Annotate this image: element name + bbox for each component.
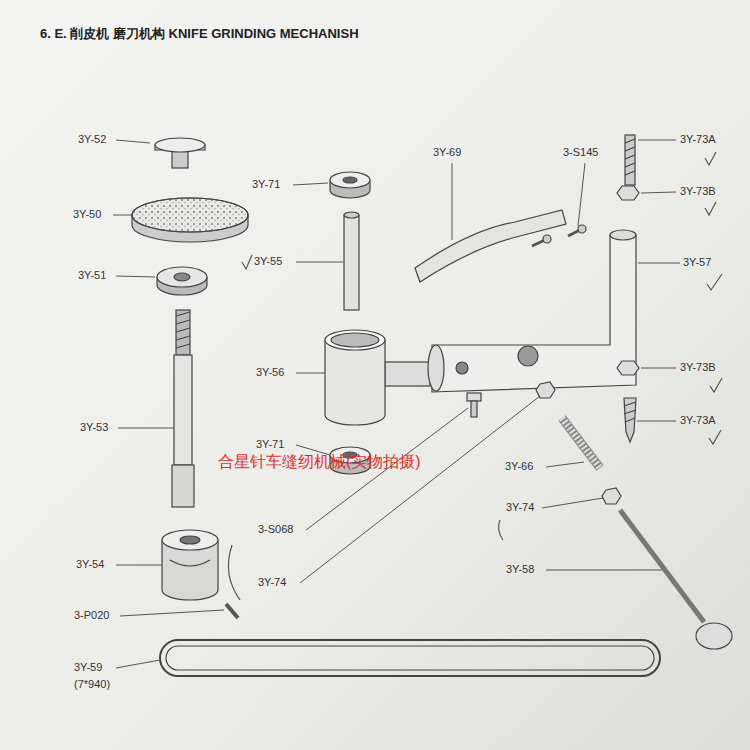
callout-number: 3Y-73B	[680, 361, 716, 374]
callout-number: 3Y-52	[78, 133, 106, 146]
dimension: (7*940)	[74, 678, 110, 691]
callout-number: 3Y-73A	[680, 414, 716, 427]
callout-number: 3Y-71	[252, 178, 280, 191]
callout-number: 3Y-51	[78, 269, 106, 282]
callout-number: 3Y-69	[433, 146, 461, 159]
callout-number: 3Y-59	[74, 661, 102, 674]
watermark: 合星针车缝纫机械(实物拍摄)	[218, 453, 421, 471]
callout-number: 3Y-66	[505, 460, 533, 473]
callout-number: 3-S145	[563, 146, 598, 159]
callout-number: 3Y-57	[683, 256, 711, 269]
callout-number: 3-P020	[74, 609, 109, 622]
callout-number: 3Y-55	[254, 255, 282, 268]
callout-number: 3Y-73B	[680, 185, 716, 198]
callout-number: 3Y-73A	[680, 133, 716, 146]
callout-number: 3Y-53	[80, 421, 108, 434]
callout-number: 3Y-56	[256, 366, 284, 379]
callout-number: 3Y-58	[506, 563, 534, 576]
callout-number: 3Y-50	[73, 208, 101, 221]
callout-number: 3Y-74	[506, 501, 534, 514]
diagram-title: 6. E. 削皮机 磨刀机构 KNIFE GRINDING MECHANISH	[40, 27, 359, 42]
callout-number: 3Y-71	[256, 438, 284, 451]
callout-number: 3Y-74	[258, 576, 286, 589]
callout-number: 3-S068	[258, 523, 293, 536]
callout-number: 3Y-54	[76, 558, 104, 571]
